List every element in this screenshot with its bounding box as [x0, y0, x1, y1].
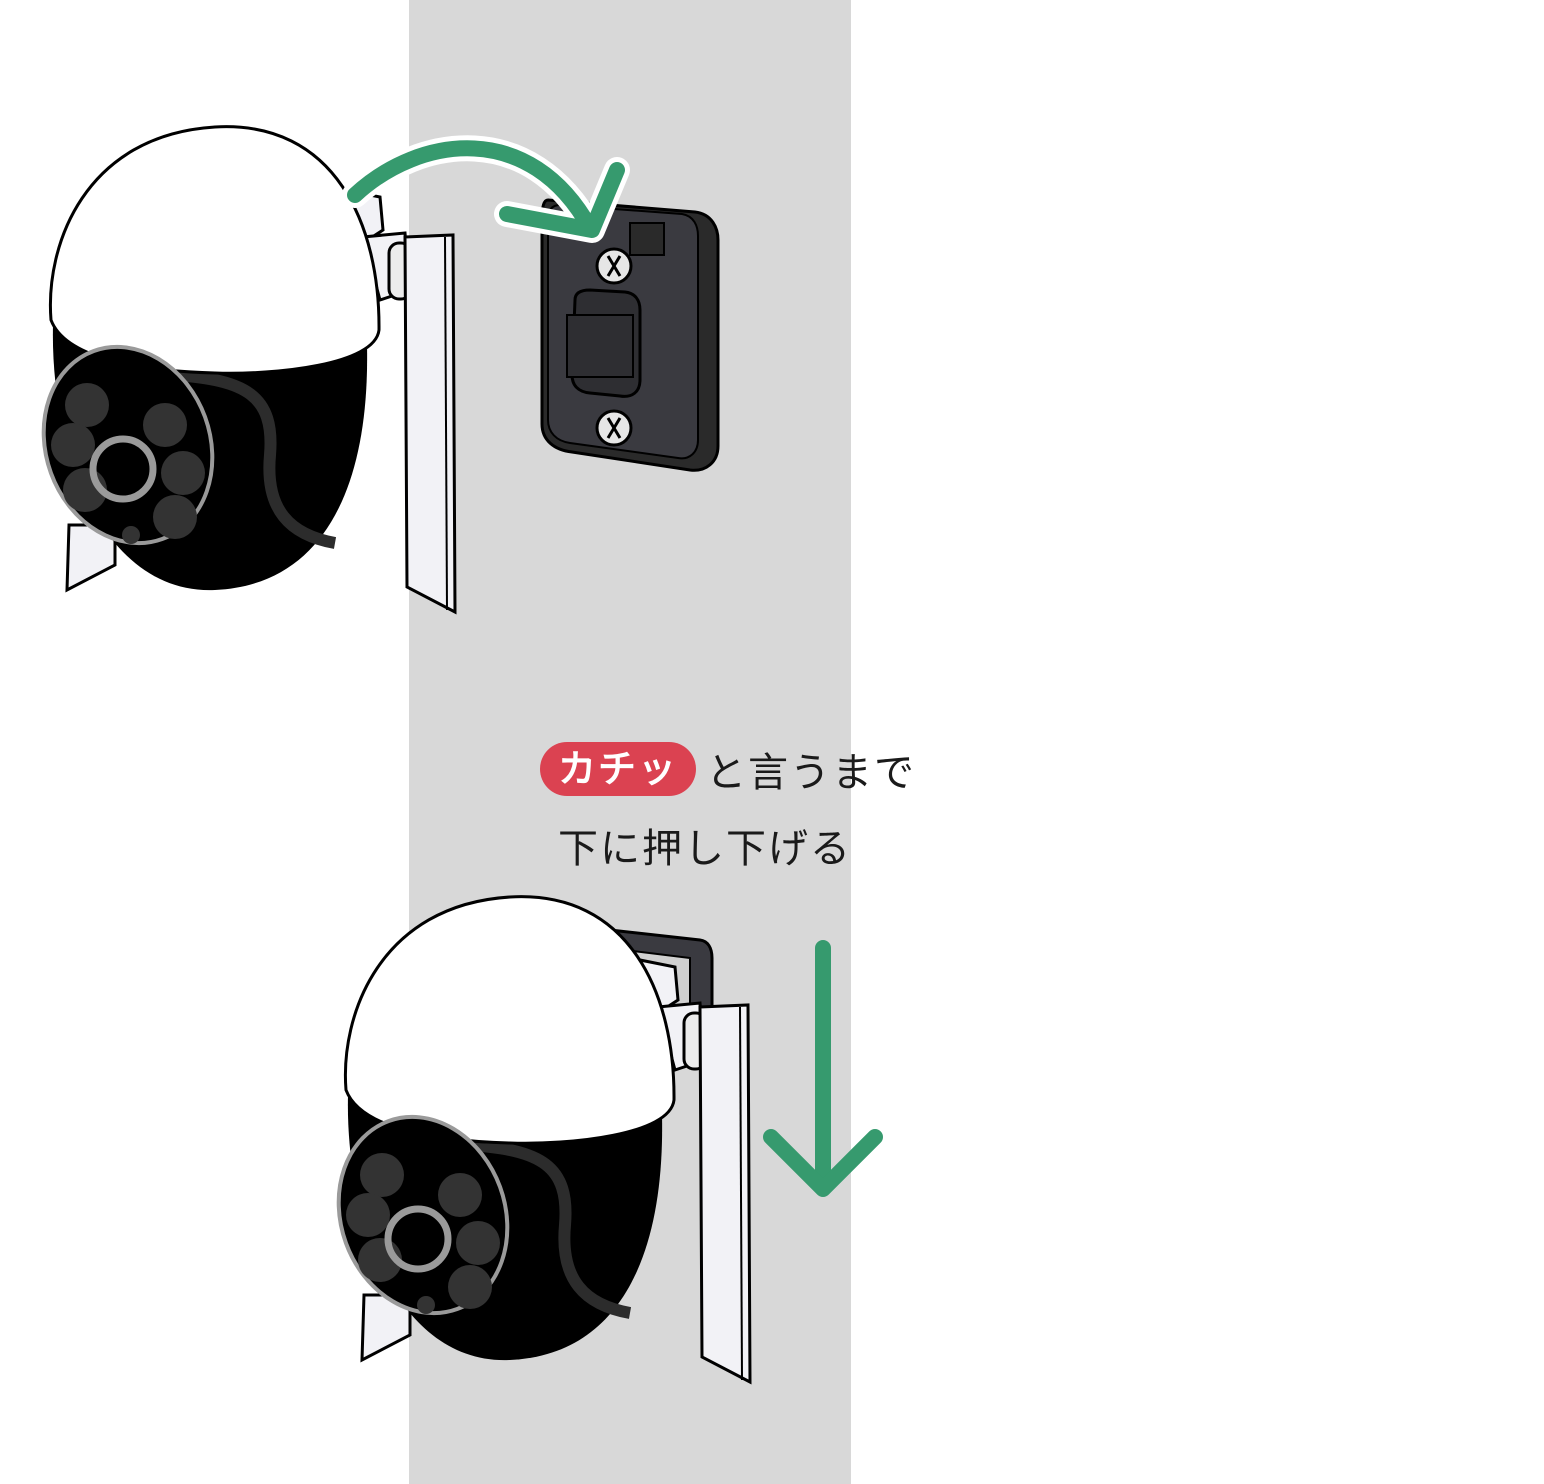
caption-line-1: カチッ と言うまで: [540, 740, 916, 798]
caption-line-2: 下に押し下げる: [558, 826, 852, 872]
click-sound-badge: カチッ: [540, 742, 697, 796]
instruction-caption: カチッ と言うまで 下に押し下げる: [540, 740, 916, 874]
caption-line-1-text: と言うまで: [706, 750, 917, 796]
down-arrow-icon: [763, 940, 883, 1197]
wall-mount-plate-icon: [540, 198, 720, 472]
curved-arrow-icon: [342, 135, 630, 243]
security-camera-icon: [17, 127, 455, 612]
